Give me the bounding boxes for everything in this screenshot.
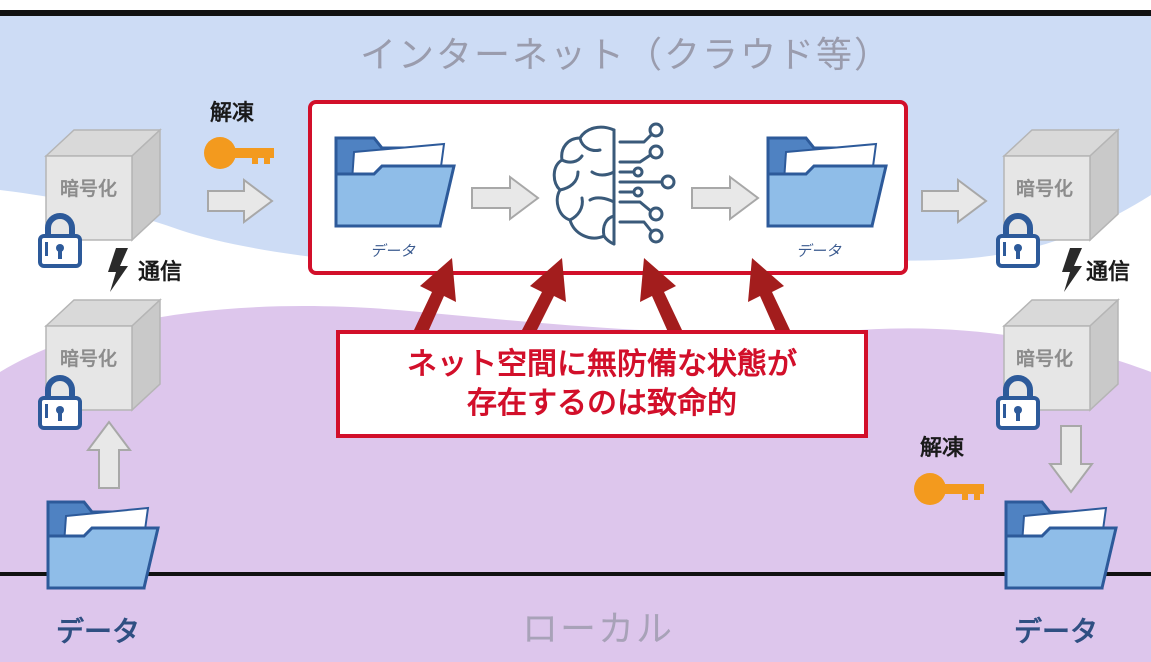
process-output-folder-icon xyxy=(766,136,888,228)
warning-line-2: 存在するのは致命的 xyxy=(467,386,737,421)
left-decrypt-label: 解凍 xyxy=(210,101,255,126)
right-lock-top-icon xyxy=(996,213,1040,268)
left-comm-label: 通信 xyxy=(138,260,183,285)
left-cube-bottom-label: 暗号化 xyxy=(60,348,118,370)
right-cube-top-label: 暗号化 xyxy=(1016,178,1074,200)
right-comm-label: 通信 xyxy=(1086,260,1131,285)
process-input-folder-icon xyxy=(334,136,456,228)
process-arrow-1-icon xyxy=(471,175,540,221)
left-lock-top-icon xyxy=(38,213,82,268)
red-arrow-2-icon xyxy=(522,258,566,332)
right-key-icon xyxy=(914,473,984,505)
red-arrow-4-icon xyxy=(748,258,790,332)
warning-callout: ネット空間に無防備な状態が 存在するのは致命的 xyxy=(336,330,868,438)
right-cube-top-icon xyxy=(1002,128,1120,242)
right-lightning-icon xyxy=(1062,248,1082,292)
left-cube-top-label: 暗号化 xyxy=(60,178,118,200)
process-output-data-label: データ xyxy=(796,242,842,260)
right-decrypt-label: 解凍 xyxy=(920,436,965,461)
warning-arrows xyxy=(414,258,790,332)
red-arrow-1-icon xyxy=(414,258,456,332)
process-input-data-label: データ xyxy=(370,242,416,260)
left-up-arrow-icon xyxy=(86,420,132,489)
right-cube-bottom-icon xyxy=(1002,298,1120,412)
ai-brain-icon xyxy=(552,122,676,246)
warning-line-1: ネット空間に無防備な状態が xyxy=(407,347,797,382)
right-cube-bottom-label: 暗号化 xyxy=(1016,348,1074,370)
local-zone-title: ローカル xyxy=(522,609,675,650)
right-down-arrow-icon xyxy=(1048,425,1094,494)
left-arrow-to-process-icon xyxy=(207,178,274,224)
right-arrow-from-process-icon xyxy=(921,178,988,224)
right-lock-bottom-icon xyxy=(996,375,1040,430)
left-cube-top-icon xyxy=(44,128,162,242)
right-data-folder-icon xyxy=(1004,500,1118,590)
left-cube-bottom-icon xyxy=(44,298,162,412)
left-lightning-icon xyxy=(108,248,128,292)
left-data-label: データ xyxy=(56,615,141,648)
internet-zone-title: インターネット（クラウド等） xyxy=(360,35,893,76)
local-boundary-line xyxy=(0,572,1151,576)
top-border-line xyxy=(0,10,1151,16)
left-data-folder-icon xyxy=(46,500,160,590)
left-key-icon xyxy=(204,137,274,169)
left-lock-bottom-icon xyxy=(38,375,82,430)
right-data-label: データ xyxy=(1014,615,1099,648)
process-arrow-2-icon xyxy=(691,175,760,221)
red-arrow-3-icon xyxy=(640,258,682,332)
